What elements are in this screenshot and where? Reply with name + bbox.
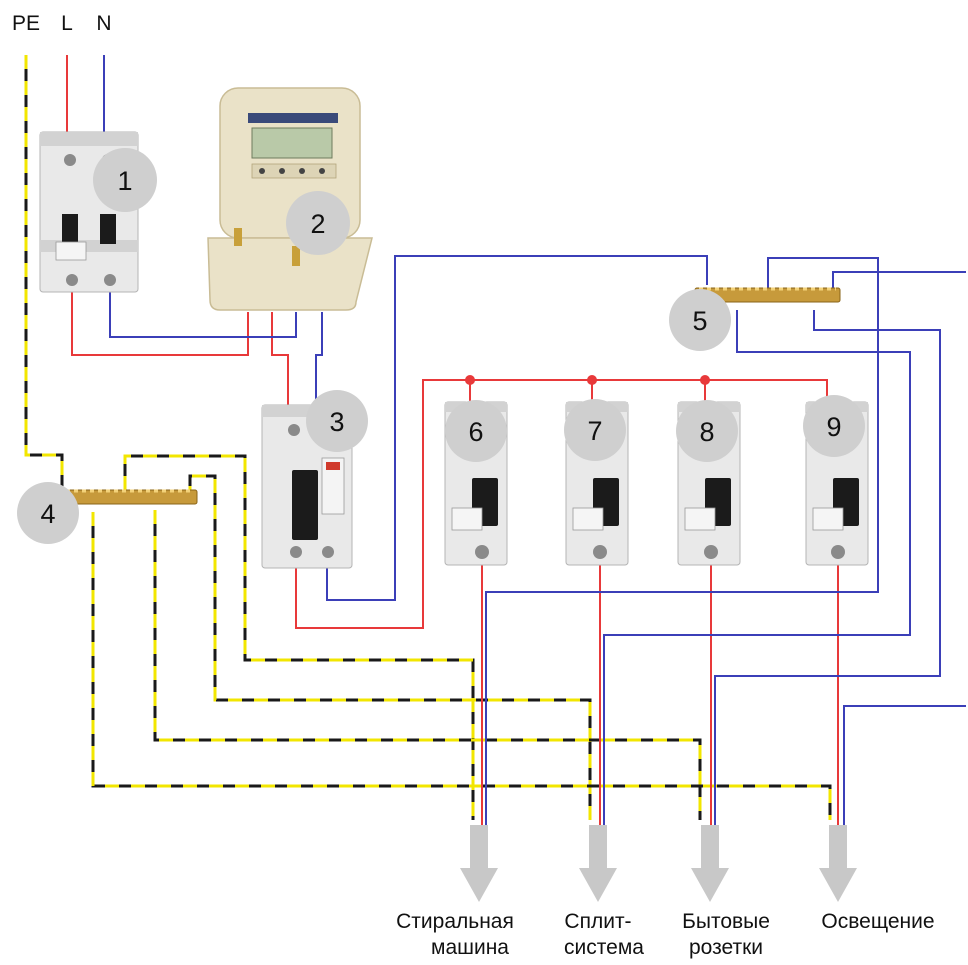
supply-label-n: N <box>96 12 111 35</box>
svg-text:9: 9 <box>826 412 841 442</box>
arrow-down-icon <box>460 825 498 902</box>
supply-label-l: L <box>61 12 73 35</box>
badge-8: 8 <box>676 400 738 462</box>
svg-text:2: 2 <box>310 209 325 239</box>
svg-text:7: 7 <box>587 416 602 446</box>
load-label-washing-machine-2: машина <box>431 936 509 959</box>
badge-4: 4 <box>17 482 79 544</box>
neutral-wires <box>103 55 966 825</box>
badge-3: 3 <box>306 390 368 452</box>
junction-dot <box>700 375 710 385</box>
svg-text:6: 6 <box>468 417 483 447</box>
load-label-lighting: Освещение <box>821 910 934 933</box>
svg-text:3: 3 <box>329 407 344 437</box>
load-label-sockets-2: розетки <box>689 936 763 959</box>
junction-dot <box>587 375 597 385</box>
badge-2: 2 <box>286 191 350 255</box>
arrow-down-icon <box>691 825 729 902</box>
arrow-down-icon <box>819 825 857 902</box>
pe-wires <box>24 55 832 820</box>
load-label-split-system-2: система <box>564 936 644 959</box>
badge-6: 6 <box>445 400 507 462</box>
pe-bus-bar <box>61 489 198 505</box>
load-label-split-system: Сплит- <box>564 910 631 933</box>
load-label-sockets: Бытовые <box>682 910 770 933</box>
load-label-washing-machine: Стиральная <box>396 910 514 933</box>
electricity-meter <box>207 87 373 311</box>
badge-5: 5 <box>669 289 731 351</box>
svg-text:4: 4 <box>40 499 55 529</box>
junction-dot <box>465 375 475 385</box>
badge-9: 9 <box>803 395 865 457</box>
svg-text:5: 5 <box>692 306 707 336</box>
svg-text:1: 1 <box>117 166 132 196</box>
badge-1: 1 <box>93 148 157 212</box>
badge-7: 7 <box>564 399 626 461</box>
svg-text:8: 8 <box>699 417 714 447</box>
supply-label-pe: PE <box>12 12 40 35</box>
output-arrows <box>460 825 857 902</box>
arrow-down-icon <box>579 825 617 902</box>
